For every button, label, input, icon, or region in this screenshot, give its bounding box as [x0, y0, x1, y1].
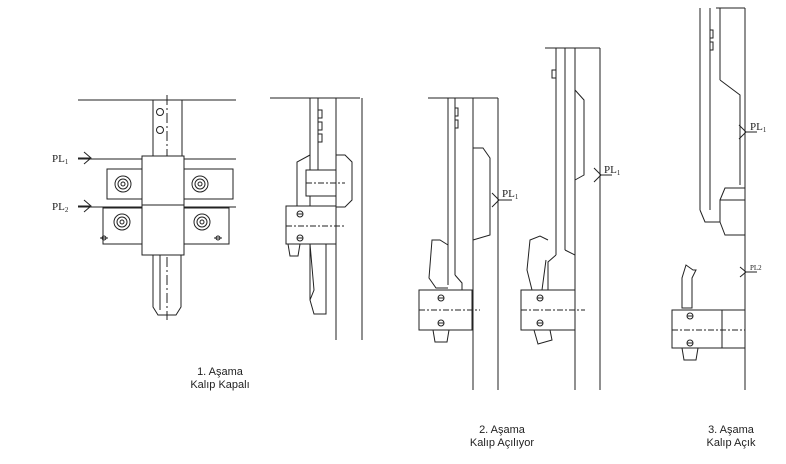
- stage2-right-view: PL1: [520, 47, 621, 390]
- stage1-step: 1. Aşama: [197, 366, 243, 378]
- stage2-left-view: PL1: [418, 97, 519, 390]
- stage3-state: Kalıp Açık: [706, 437, 756, 449]
- stage2-caption: 2. Aşama Kalıp Açılıyor: [432, 424, 572, 450]
- stage2-step: 2. Aşama: [479, 424, 525, 436]
- bolt-icon: [191, 175, 209, 193]
- bolt-icon: [193, 213, 211, 231]
- pl1-label-stage3: PL1: [750, 121, 767, 134]
- stage3-caption: 3. Aşama Kalıp Açık: [676, 424, 786, 450]
- pl2-label-stage3: PL2: [750, 264, 762, 272]
- stage1-side-view: [270, 97, 363, 340]
- bolt-icon: [114, 175, 132, 193]
- stage1-caption: 1. Aşama Kalıp Kapalı: [160, 366, 280, 392]
- stage1-state: Kalıp Kapalı: [190, 379, 250, 391]
- stage1-front-view: PL1 PL2: [52, 95, 236, 320]
- stage3-step: 3. Aşama: [708, 424, 754, 436]
- pl1-label-stage2b: PL1: [604, 164, 621, 177]
- bolt-icon: [113, 213, 131, 231]
- pl1-label-stage2: PL1: [502, 188, 519, 201]
- pl1-label: PL1: [52, 153, 69, 166]
- stage3-view: PL1 PL2: [671, 7, 767, 390]
- pl2-label: PL2: [52, 201, 69, 214]
- stage2-state: Kalıp Açılıyor: [469, 437, 535, 449]
